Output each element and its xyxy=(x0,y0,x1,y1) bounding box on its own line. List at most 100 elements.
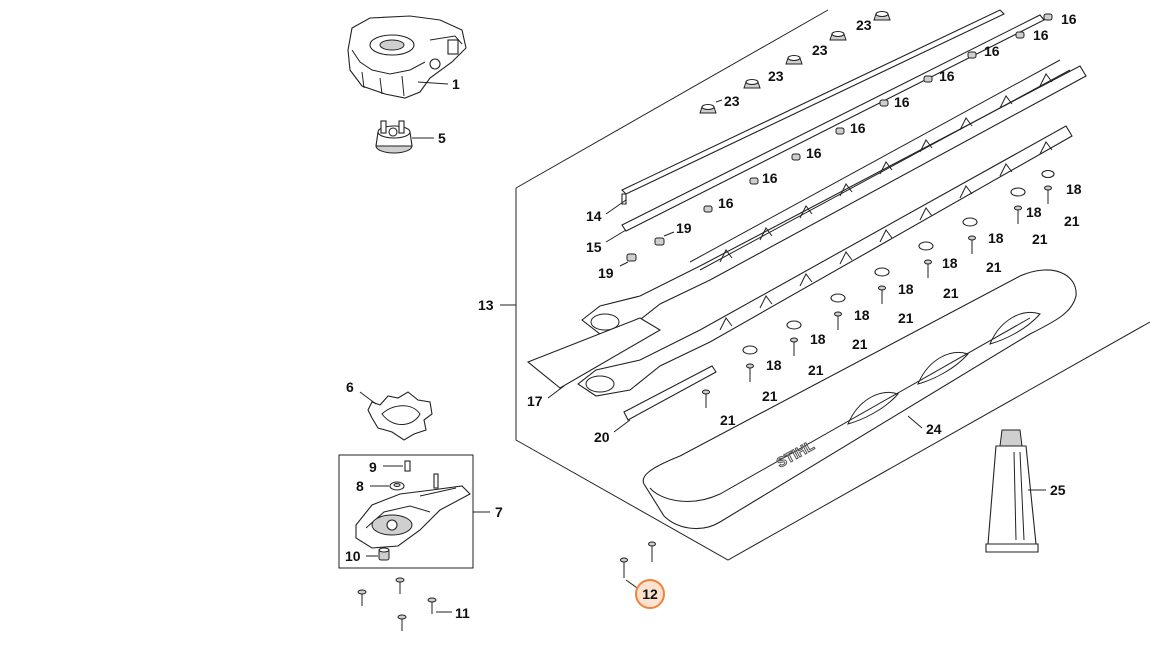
svg-text:16: 16 xyxy=(1033,27,1049,43)
svg-text:14: 14 xyxy=(586,208,602,224)
callout-21-b[interactable]: 21 xyxy=(1032,231,1048,247)
lower-blade[interactable] xyxy=(577,125,1073,397)
callout-16-a[interactable]: 16 xyxy=(1061,11,1077,27)
callout-8[interactable]: 8 xyxy=(356,478,364,494)
callout-23-b[interactable]: 23 xyxy=(768,68,784,84)
svg-text:25: 25 xyxy=(1050,482,1066,498)
callout-12-selected[interactable]: 12 xyxy=(635,579,665,609)
part-20-strip[interactable] xyxy=(623,365,717,421)
callout-18-d[interactable]: 18 xyxy=(942,255,958,271)
callout-16-i[interactable]: 16 xyxy=(718,195,734,211)
part-15-bar[interactable] xyxy=(621,14,1045,232)
callout-16-g[interactable]: 16 xyxy=(806,145,822,161)
callout-19-a[interactable]: 19 xyxy=(676,220,692,236)
part-24-blade-cover[interactable]: STIHL xyxy=(642,269,1077,529)
callout-23-c[interactable]: 23 xyxy=(812,42,828,58)
part-5-mount[interactable] xyxy=(375,120,413,154)
callout-25[interactable]: 25 xyxy=(1050,482,1066,498)
svg-text:21: 21 xyxy=(720,412,736,428)
callout-17[interactable]: 17 xyxy=(527,393,543,409)
part-25-grease-tube[interactable] xyxy=(985,429,1039,553)
svg-text:16: 16 xyxy=(718,195,734,211)
callout-21-i[interactable]: 21 xyxy=(720,412,736,428)
svg-text:18: 18 xyxy=(898,281,914,297)
callout-24[interactable]: 24 xyxy=(926,421,942,437)
svg-text:17: 17 xyxy=(527,393,543,409)
part-18-washers[interactable] xyxy=(742,169,1055,355)
callout-21-g[interactable]: 21 xyxy=(808,362,824,378)
svg-text:23: 23 xyxy=(768,68,784,84)
svg-text:19: 19 xyxy=(598,265,614,281)
part-8-washer[interactable] xyxy=(389,481,405,491)
svg-text:16: 16 xyxy=(806,145,822,161)
part-17-plate[interactable] xyxy=(526,317,662,389)
callout-18-a[interactable]: 18 xyxy=(1066,181,1082,197)
svg-text:21: 21 xyxy=(1064,213,1080,229)
svg-text:21: 21 xyxy=(762,388,778,404)
callout-23-a[interactable]: 23 xyxy=(724,93,740,109)
svg-text:16: 16 xyxy=(939,68,955,84)
callout-23-d[interactable]: 23 xyxy=(856,17,872,33)
part-11-screws[interactable] xyxy=(357,577,437,631)
callout-19-b[interactable]: 19 xyxy=(598,265,614,281)
part-1-gear-housing[interactable] xyxy=(347,15,467,99)
callout-7[interactable]: 7 xyxy=(495,504,503,520)
svg-text:15: 15 xyxy=(586,239,602,255)
part-10-bushing[interactable] xyxy=(378,547,390,561)
callout-1[interactable]: 1 xyxy=(452,76,460,92)
callout-18-e[interactable]: 18 xyxy=(898,281,914,297)
svg-text:16: 16 xyxy=(1061,11,1077,27)
callout-18-g[interactable]: 18 xyxy=(810,331,826,347)
callout-9[interactable]: 9 xyxy=(369,459,377,475)
callout-18-f[interactable]: 18 xyxy=(854,307,870,323)
callout-13[interactable]: 13 xyxy=(478,297,494,313)
svg-text:16: 16 xyxy=(894,94,910,110)
svg-text:18: 18 xyxy=(810,331,826,347)
part-7-gear-cover[interactable] xyxy=(355,473,471,549)
svg-text:11: 11 xyxy=(455,605,470,621)
svg-text:13: 13 xyxy=(478,297,494,313)
svg-text:20: 20 xyxy=(594,429,610,445)
callout-6[interactable]: 6 xyxy=(346,379,354,395)
callout-16-c[interactable]: 16 xyxy=(984,43,1000,59)
callout-21-d[interactable]: 21 xyxy=(943,285,959,301)
svg-text:12: 12 xyxy=(642,586,658,602)
part-16-spacers[interactable] xyxy=(703,13,1053,213)
callout-10[interactable]: 10 xyxy=(345,548,361,564)
svg-text:16: 16 xyxy=(762,170,778,186)
callout-16-h[interactable]: 16 xyxy=(762,170,778,186)
callout-16-f[interactable]: 16 xyxy=(850,120,866,136)
callout-16-e[interactable]: 16 xyxy=(894,94,910,110)
callout-5[interactable]: 5 xyxy=(438,130,446,146)
callout-21-h[interactable]: 21 xyxy=(762,388,778,404)
svg-text:21: 21 xyxy=(943,285,959,301)
part-14-bar[interactable] xyxy=(621,9,1005,205)
callout-21-c[interactable]: 21 xyxy=(986,259,1002,275)
part-23-nuts[interactable] xyxy=(699,10,891,114)
part-9-pin[interactable] xyxy=(404,460,411,472)
callout-21-a[interactable]: 21 xyxy=(1064,213,1080,229)
callout-18-h[interactable]: 18 xyxy=(766,357,782,373)
part-12-screws[interactable] xyxy=(620,541,656,578)
svg-text:21: 21 xyxy=(1032,231,1048,247)
svg-text:24: 24 xyxy=(926,421,942,437)
svg-text:18: 18 xyxy=(766,357,782,373)
callout-20[interactable]: 20 xyxy=(594,429,610,445)
callout-11[interactable]: 11 xyxy=(455,605,470,621)
callout-18-c[interactable]: 18 xyxy=(988,230,1004,246)
callout-21-e[interactable]: 21 xyxy=(898,310,914,326)
part-19-spacers[interactable] xyxy=(626,237,665,262)
part-6-gasket[interactable] xyxy=(367,391,433,441)
callout-14[interactable]: 14 xyxy=(586,208,602,224)
svg-text:18: 18 xyxy=(988,230,1004,246)
part-21-screws[interactable] xyxy=(702,185,1052,408)
svg-text:18: 18 xyxy=(1026,204,1042,220)
callout-16-b[interactable]: 16 xyxy=(1033,27,1049,43)
callout-16-d[interactable]: 16 xyxy=(939,68,955,84)
callout-15[interactable]: 15 xyxy=(586,239,602,255)
svg-text:9: 9 xyxy=(369,459,377,475)
callout-21-f[interactable]: 21 xyxy=(852,336,868,352)
callout-18-b[interactable]: 18 xyxy=(1026,204,1042,220)
selected-callout-highlight xyxy=(635,579,665,609)
